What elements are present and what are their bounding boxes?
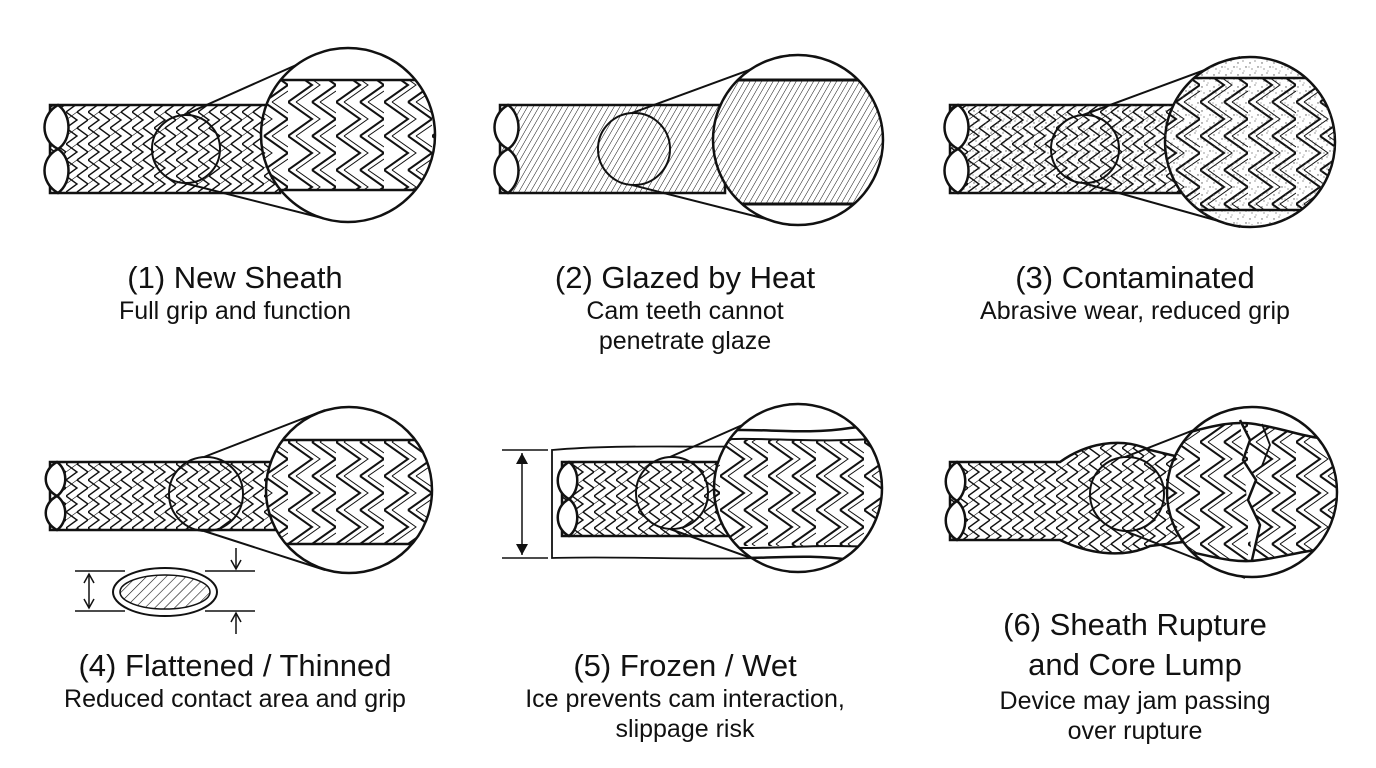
rope-diagram-flattened-sheath xyxy=(44,405,434,634)
caption-frozen-wet: (5) Frozen / Wet Ice prevents cam intera… xyxy=(465,647,905,744)
panel-title: (2) Glazed by Heat xyxy=(554,260,816,295)
description-line: penetrate glaze xyxy=(598,327,772,356)
rope-diagram-sheath-rupture xyxy=(944,405,1339,579)
description-line: Ice prevents cam interaction, xyxy=(525,685,845,714)
description-line: Abrasive wear, reduced grip xyxy=(980,297,1290,326)
rope-diagram-contaminated-sheath xyxy=(943,55,1337,229)
rope-diagram-glazed-sheath xyxy=(493,53,885,227)
caption-sheath-rupture: (6) Sheath Rupture and Core Lump Device … xyxy=(915,605,1355,746)
panel-title-line: and Core Lump xyxy=(1028,647,1242,683)
panel-description: Full grip and function xyxy=(15,296,455,326)
description-line: Cam teeth cannot xyxy=(586,297,784,326)
panel-description: Device may jam passing over rupture xyxy=(915,686,1355,746)
description-line: Full grip and function xyxy=(118,297,352,326)
panel-title-line: (6) Sheath Rupture xyxy=(1003,607,1267,642)
caption-contaminated: (3) Contaminated Abrasive wear, reduced … xyxy=(915,259,1355,326)
caption-new-sheath: (1) New Sheath Full grip and function xyxy=(15,259,455,326)
caption-flattened-thinned: (4) Flattened / Thinned Reduced contact … xyxy=(15,647,455,714)
description-line: Device may jam passing xyxy=(999,686,1271,715)
rope-diagram-new-sheath xyxy=(43,46,437,224)
panel-description: Reduced contact area and grip xyxy=(15,684,455,714)
description-line: over rupture xyxy=(1067,716,1203,745)
panel-title: (1) New Sheath xyxy=(127,260,343,295)
panel-title: (4) Flattened / Thinned xyxy=(78,648,392,683)
thickness-dimension-icon xyxy=(502,449,548,559)
caption-glazed-by-heat: (2) Glazed by Heat Cam teeth cannot pene… xyxy=(465,259,905,356)
panel-description: Cam teeth cannot penetrate glaze xyxy=(465,296,905,356)
description-line: slippage risk xyxy=(615,715,755,744)
rope-diagram-frozen-sheath xyxy=(502,402,884,574)
panel-description: Abrasive wear, reduced grip xyxy=(915,296,1355,326)
panel-title: (5) Frozen / Wet xyxy=(573,648,797,683)
panel-description: Ice prevents cam interaction, slippage r… xyxy=(465,684,905,744)
panel-title: (3) Contaminated xyxy=(1015,260,1255,295)
description-line: Reduced contact area and grip xyxy=(64,685,406,714)
flattened-cross-section-icon xyxy=(75,548,255,634)
